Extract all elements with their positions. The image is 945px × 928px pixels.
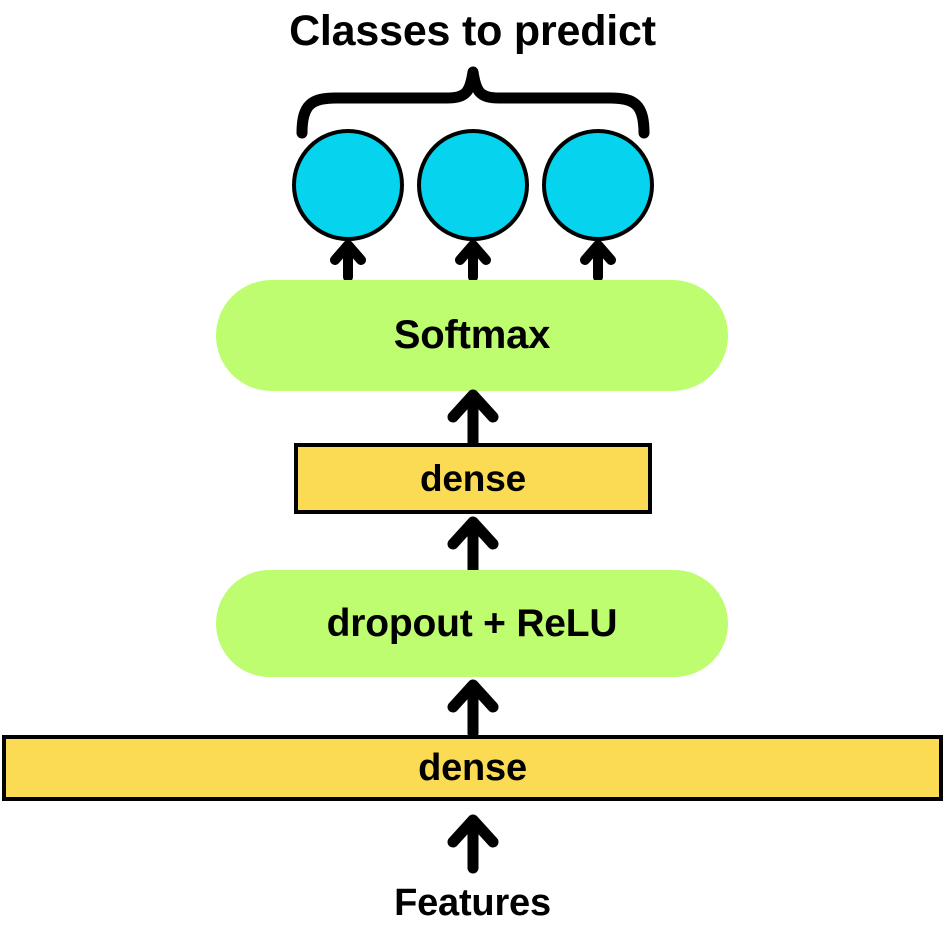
output-node-group	[292, 129, 654, 241]
arrow-features-to-dense-bottom	[453, 820, 493, 868]
softmax-to-nodes-arrows	[335, 245, 611, 277]
output-node-2[interactable]	[417, 129, 529, 241]
classes-brace	[296, 66, 650, 139]
layer-dense-top[interactable]	[294, 443, 652, 514]
layer-softmax[interactable]	[216, 280, 728, 391]
arrow-softmax-to-node-2	[460, 245, 486, 277]
arrow-dropout-to-dense-top	[453, 522, 493, 570]
arrow-softmax-to-node-1	[335, 245, 361, 277]
arrow-softmax-to-node-3	[585, 245, 611, 277]
layer-dense-bottom[interactable]	[2, 735, 943, 801]
output-node-3[interactable]	[542, 129, 654, 241]
output-node-1[interactable]	[292, 129, 404, 241]
arrow-dense-top-to-softmax	[453, 395, 493, 443]
arrow-dense-bottom-to-dropout	[453, 685, 493, 733]
layer-dropout-relu[interactable]	[216, 570, 728, 677]
